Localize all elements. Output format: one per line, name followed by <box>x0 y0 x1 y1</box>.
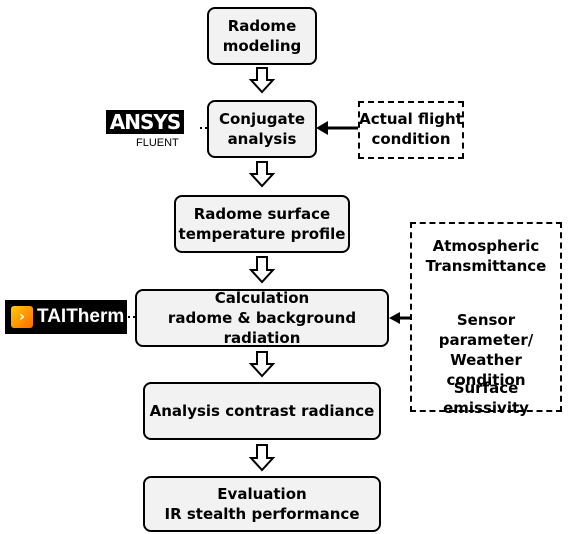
contrast-radiance-box: Analysis contrast radiance <box>143 382 381 440</box>
atmospheric-text: Atmospheric Transmittance <box>425 237 547 275</box>
down-arrow-5 <box>248 444 276 472</box>
down-arrow-2 <box>248 161 276 188</box>
emissivity-text: Surface emissivity <box>443 379 529 417</box>
inputs-box <box>410 222 562 412</box>
ansys-logo-mark: ANSYS <box>106 110 184 134</box>
taitherm-logo: › TAITherm <box>5 300 127 334</box>
down-arrow-3 <box>248 256 276 284</box>
flight-condition-text: Actual flight condition <box>359 110 463 148</box>
taitherm-icon: › <box>11 306 33 328</box>
taitherm-label: TAITherm <box>37 306 125 327</box>
flight-condition-box <box>358 101 464 159</box>
fluent-label: FLUENT <box>136 137 179 149</box>
down-arrow-4 <box>248 351 276 378</box>
down-arrow-1 <box>248 67 276 94</box>
sensor-text: Sensor parameter/ Weather condition <box>438 311 534 389</box>
flight-arrow-head <box>316 121 328 135</box>
inputs-arrow-head <box>389 312 400 324</box>
ansys-fluent-logo: ANSYS FLUENT <box>106 110 198 156</box>
